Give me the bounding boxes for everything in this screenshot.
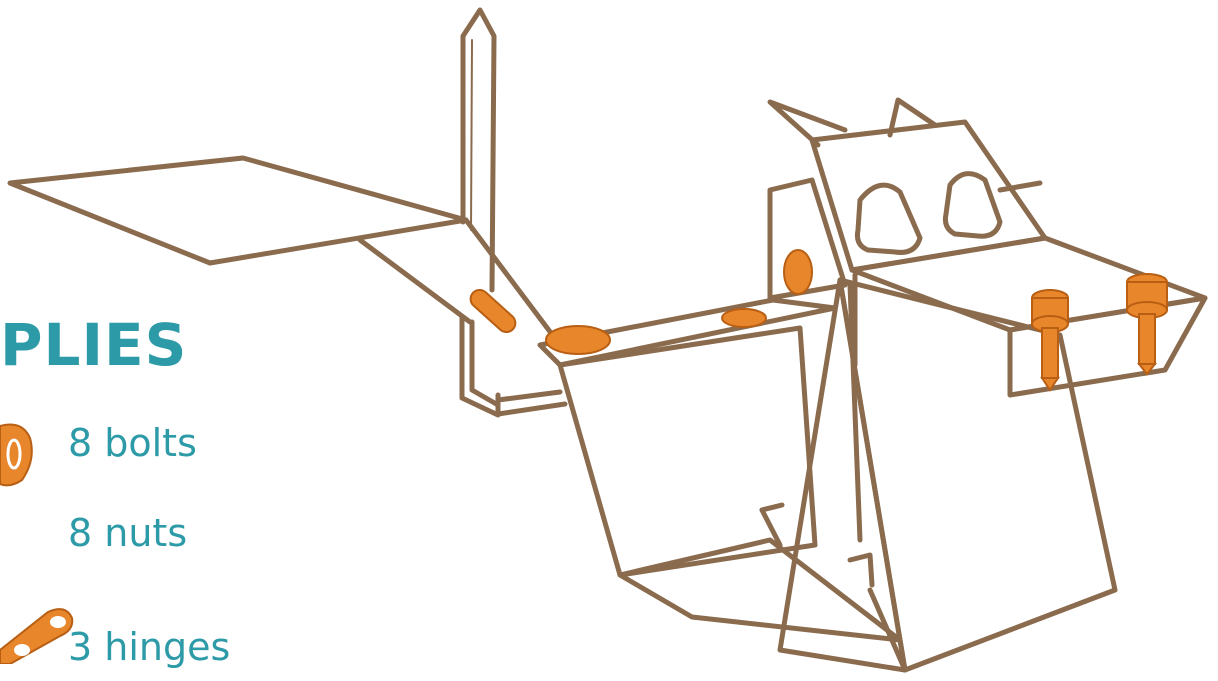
supplies-heading: PLIES bbox=[0, 311, 188, 379]
tail-panel bbox=[7, 155, 469, 266]
supply-bolts-label: 8 bolts bbox=[68, 421, 197, 465]
leg-panel bbox=[837, 277, 1118, 673]
eye-left bbox=[855, 182, 923, 255]
nut-on-head bbox=[783, 249, 813, 295]
hinge-on-tail bbox=[469, 288, 517, 334]
hinge-icon bbox=[0, 608, 74, 664]
eye-right bbox=[942, 171, 1003, 239]
nut-on-body-2 bbox=[721, 308, 767, 328]
ear-right bbox=[887, 97, 938, 138]
supply-nuts-label: 8 nuts bbox=[68, 511, 188, 555]
head-panel bbox=[809, 119, 1048, 273]
mast-panel bbox=[460, 7, 497, 293]
nut-on-body-1 bbox=[545, 325, 611, 355]
bolt-icon bbox=[0, 423, 33, 487]
ear-left bbox=[767, 99, 848, 148]
supply-hinges-label: 3 hinges bbox=[68, 625, 231, 669]
body-side bbox=[557, 325, 818, 578]
